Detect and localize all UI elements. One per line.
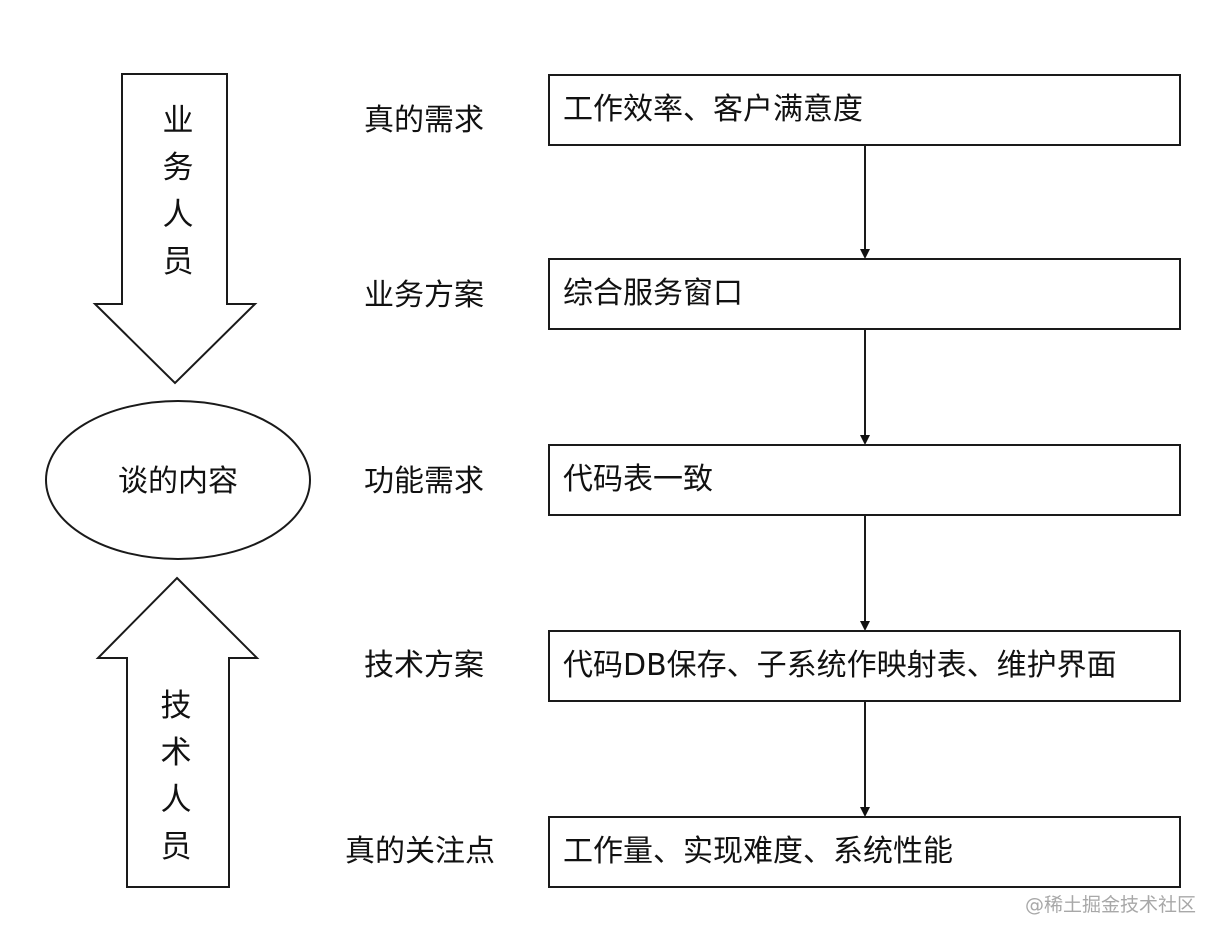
content-box-technical-plan: 代码DB保存、子系统作映射表、维护界面 (548, 630, 1181, 702)
row-label-technical-plan: 技术方案 (364, 648, 484, 683)
tech-staff-char: 人 (160, 782, 192, 818)
discussion-content-label: 谈的内容 (118, 464, 238, 499)
discussion-content-ellipse (45, 400, 311, 560)
tech-staff-label: 技 术 人 员 (154, 683, 198, 871)
row-label-real-requirement: 真的需求 (364, 103, 484, 138)
business-staff-char: 务 (162, 150, 194, 186)
tech-staff-char: 员 (160, 829, 192, 865)
tech-staff-char: 术 (160, 735, 192, 771)
content-box-real-requirement: 工作效率、客户满意度 (548, 74, 1181, 146)
business-staff-char: 人 (162, 197, 194, 233)
content-box-business-plan: 综合服务窗口 (548, 258, 1181, 330)
content-box-real-concern: 工作量、实现难度、系统性能 (548, 816, 1181, 888)
business-staff-char: 员 (162, 244, 194, 280)
row-label-functional-requirement: 功能需求 (364, 464, 484, 499)
tech-staff-char: 技 (160, 688, 192, 724)
business-staff-label: 业 务 人 员 (156, 98, 200, 286)
watermark: @稀土掘金技术社区 (1024, 894, 1196, 916)
row-label-business-plan: 业务方案 (364, 278, 484, 313)
business-staff-down-arrow (92, 73, 258, 385)
business-staff-char: 业 (162, 103, 194, 139)
row-label-real-concern: 真的关注点 (345, 834, 495, 869)
tech-staff-up-arrow (95, 576, 260, 888)
content-box-functional-requirement: 代码表一致 (548, 444, 1181, 516)
